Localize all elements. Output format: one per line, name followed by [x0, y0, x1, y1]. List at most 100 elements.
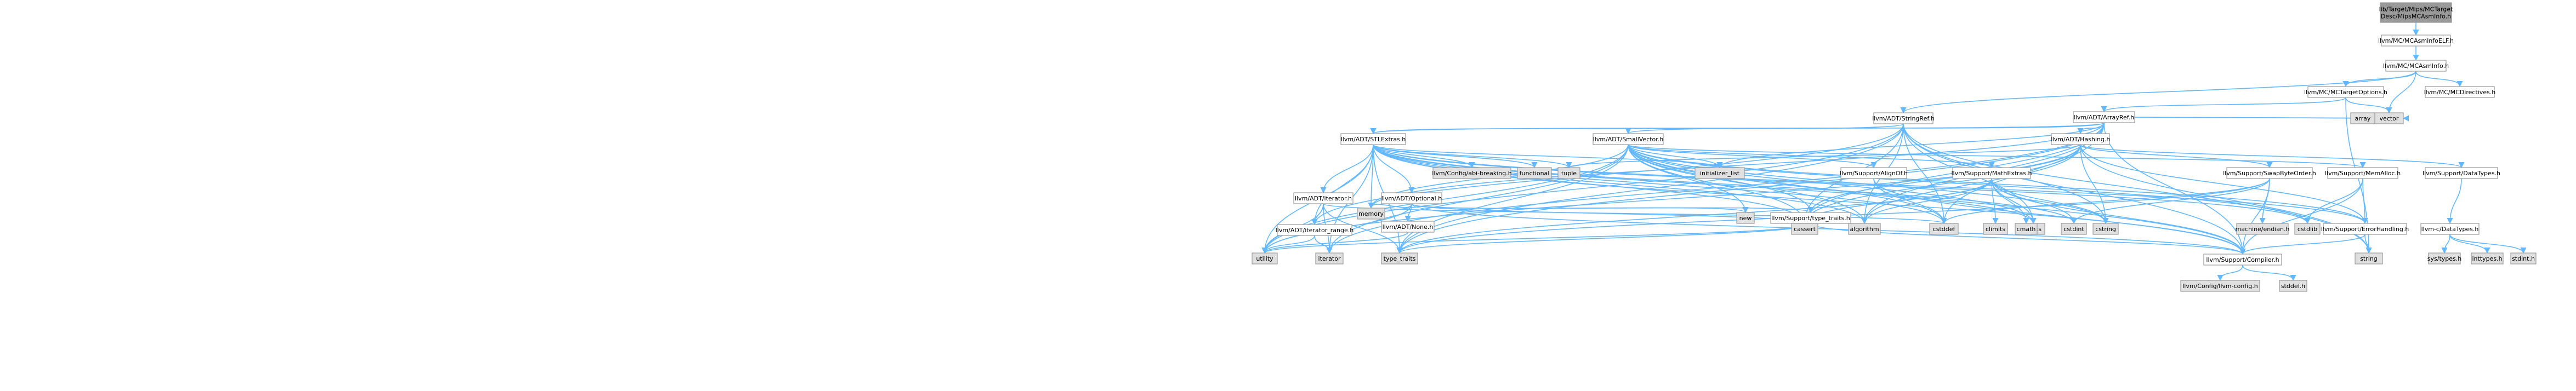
node-box: [1340, 133, 1406, 145]
node-box: [2073, 111, 2135, 123]
node-stringref[interactable]: llvm/ADT/StringRef.h: [1872, 112, 1935, 124]
node-label: vector: [2380, 115, 2399, 122]
node-label: stdint.h: [2512, 255, 2535, 262]
edge-compiler-to-stddef: [2242, 264, 2296, 281]
node-vector: vector: [2374, 112, 2404, 124]
node-hashing[interactable]: llvm/ADT/Hashing.h: [2051, 133, 2111, 145]
node-mcasminfo[interactable]: llvm/MC/MCAsmInfo.h: [2383, 60, 2449, 72]
node-label: inttypes.h: [2472, 255, 2502, 262]
node-label: utility: [1256, 255, 1273, 262]
node-box: [1557, 167, 1580, 179]
node-label: llvm/ADT/SmallVector.h: [1593, 136, 1664, 143]
node-box: [1873, 112, 1934, 124]
edge-none-to-utility: [1261, 232, 1408, 254]
edge-cdatatypes-to-stdint: [2449, 234, 2527, 254]
node-box: [2294, 223, 2321, 235]
node-string: string: [2355, 252, 2383, 264]
node-label: llvm/ADT/Optional.h: [1381, 195, 1442, 202]
node-label: llvm/Support/AlignOf.h: [1840, 170, 1908, 177]
node-label: llvm/ADT/iterator.h: [1295, 195, 1352, 202]
node-arrayref[interactable]: llvm/ADT/ArrayRef.h: [2073, 111, 2135, 123]
edge-swapbyteorder-to-machineendian: [2259, 178, 2270, 225]
edge-hashing-to-errorhandling: [2080, 144, 2368, 225]
edge-mathextras-to-typetraits: [1396, 178, 1992, 254]
node-box: [2380, 2, 2452, 23]
edge-mcasminfo-to-vector: [2386, 71, 2416, 114]
edge-smallvector-to-typetraits: [1396, 144, 1629, 254]
node-label: llvm/ADT/None.h: [1383, 223, 1434, 231]
node-label: llvm/Support/MathExtras.h: [1952, 170, 2032, 177]
node-box: [2236, 223, 2289, 235]
node-optional[interactable]: llvm/ADT/Optional.h: [1381, 192, 1442, 204]
node-datatypes[interactable]: llvm/Support/DataTypes.h: [2423, 167, 2500, 179]
edges-layer: [1261, 22, 2527, 281]
node-errorhandling[interactable]: llvm/Support/ErrorHandling.h: [2321, 223, 2409, 235]
node-label: llvm/ADT/Hashing.h: [2051, 136, 2111, 143]
node-label: memory: [1358, 210, 1384, 217]
node-label: cstdlib: [2298, 226, 2317, 233]
node-none[interactable]: llvm/ADT/None.h: [1381, 221, 1435, 233]
node-compiler[interactable]: llvm/Support/Compiler.h: [2203, 254, 2282, 266]
edge-cdatatypes-to-systypes: [2441, 234, 2450, 254]
node-mathextras[interactable]: llvm/Support/MathExtras.h: [1952, 167, 2032, 179]
node-label: llvm/ADT/iterator_range.h: [1276, 227, 1354, 234]
node-box: [2180, 280, 2260, 292]
node-label: llvm/MC/MCAsmInfo.h: [2383, 62, 2449, 70]
node-array: array: [2350, 112, 2375, 124]
node-box: [1770, 212, 1851, 224]
edge-mcasminfo-to-mcdirectives: [2415, 71, 2463, 88]
node-smallvector[interactable]: llvm/ADT/SmallVector.h: [1593, 133, 1664, 145]
node-mcdirectives[interactable]: llvm/MC/MCDirectives.h: [2424, 86, 2496, 98]
node-box: [2425, 86, 2495, 98]
node-label: llvm/Support/Compiler.h: [2206, 256, 2279, 263]
node-box: [2203, 254, 2282, 266]
node-box: [1929, 223, 1959, 235]
node-adtiterator[interactable]: llvm/ADT/iterator.h: [1293, 192, 1354, 204]
node-label: machine/endian.h: [2236, 226, 2290, 233]
node-box: [2015, 223, 2038, 235]
node-label: llvm-c/DataTypes.h: [2421, 226, 2479, 233]
edge-hashing-to-datatypes: [2080, 144, 2465, 169]
node-box: [2510, 252, 2537, 264]
node-mctargetoptions[interactable]: llvm/MC/MCTargetOptions.h: [2304, 86, 2387, 98]
node-mcasminfoelf[interactable]: llvm/MC/MCAsmInfoELF.h: [2378, 34, 2454, 47]
node-label: cstring: [2095, 226, 2116, 233]
node-box: [1381, 221, 1435, 233]
edge-smallvector-to-algorithm: [1628, 144, 1868, 225]
node-label: functional: [1520, 170, 1550, 177]
node-box: [1381, 252, 1418, 264]
node-label: llvm/ADT/StringRef.h: [1872, 115, 1935, 122]
node-stlextras[interactable]: llvm/ADT/STLExtras.h: [1340, 133, 1406, 145]
edge-adtiterator-to-typetraits: [1323, 203, 1403, 254]
node-memalloc[interactable]: llvm/Support/MemAlloc.h: [2325, 167, 2401, 179]
node-cstring: cstring: [2092, 223, 2119, 235]
edge-mathextras-to-cstring: [1991, 178, 2109, 225]
node-box: [1315, 252, 1344, 264]
edge-smallvector-to-new: [1628, 144, 1749, 214]
node-alignof[interactable]: llvm/Support/AlignOf.h: [1840, 167, 1908, 179]
node-box: [1381, 192, 1442, 204]
node-functional: functional: [1517, 167, 1552, 179]
node-box: [1983, 223, 2008, 235]
node-box: [1432, 167, 1511, 179]
edge-mathextras-to-algorithm: [1861, 178, 1992, 225]
edge-typetraitsh-to-compiler: [1810, 223, 2246, 255]
node-cdatatypes[interactable]: llvm-c/DataTypes.h: [2420, 223, 2480, 235]
edge-smallvector-to-memalloc: [1628, 144, 2365, 169]
node-label: array: [2355, 115, 2371, 122]
edge-stringref-to-stlextras: [1370, 123, 1904, 135]
node-stddef: stddef.h: [2279, 280, 2307, 292]
node-cstdlib: cstdlib: [2294, 223, 2321, 235]
node-box: [1593, 133, 1664, 145]
node-label: llvm/Support/SwapByteOrder.h: [2223, 170, 2316, 177]
node-box: [2279, 280, 2307, 292]
node-iterrange[interactable]: llvm/ADT/iterator_range.h: [1276, 224, 1354, 236]
edge-stlextras-to-algorithm: [1373, 144, 1868, 225]
node-box: [2226, 167, 2313, 179]
node-systypes: sys/types.h: [2427, 252, 2461, 264]
edge-mathextras-to-cstdint: [1991, 178, 2077, 225]
edge-stlextras-to-cstdlib: [1373, 144, 2311, 225]
node-swapbyteorder[interactable]: llvm/Support/SwapByteOrder.h: [2223, 167, 2316, 179]
node-label: lib/Target/Mips/MCTarget: [2379, 6, 2453, 13]
node-typetraitsh[interactable]: llvm/Support/type_traits.h: [1770, 212, 1851, 224]
